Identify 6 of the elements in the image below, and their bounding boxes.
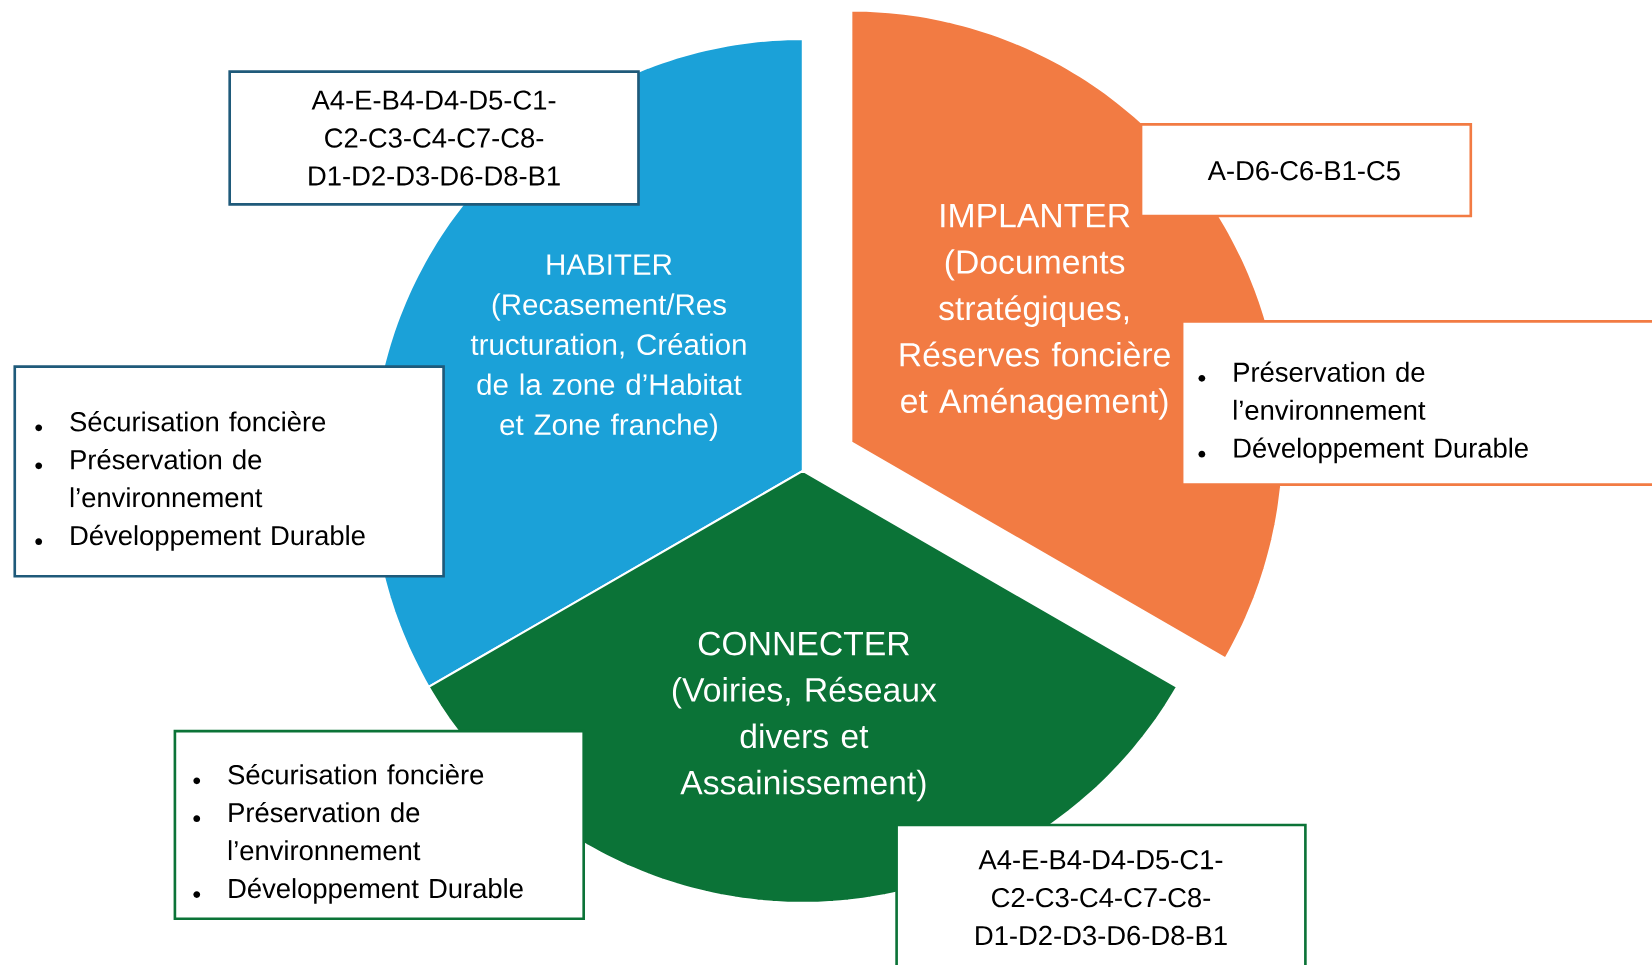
code-box: A4-E-B4-D4-D5-C1-C2-C3-C4-C7-C8-D1-D2-D3-D6-D8-B1	[895, 823, 1307, 965]
code-box: A-D6-C6-B1-C5	[1139, 122, 1473, 218]
bullet-list-box: Sécurisation foncière Préservation de l’environnement Développement Durable	[13, 365, 445, 578]
bullet-list-box: Sécurisation foncière Préservation de l’environnement Développement Durable	[173, 729, 585, 920]
code-box: A4-E-B4-D4-D5-C1-C2-C3-C4-C7-C8-D1-D2-D3-D6-D8-B1	[228, 70, 640, 206]
bullet-list-box: Préservation de l’environnement Développement Durable	[1180, 320, 1652, 486]
